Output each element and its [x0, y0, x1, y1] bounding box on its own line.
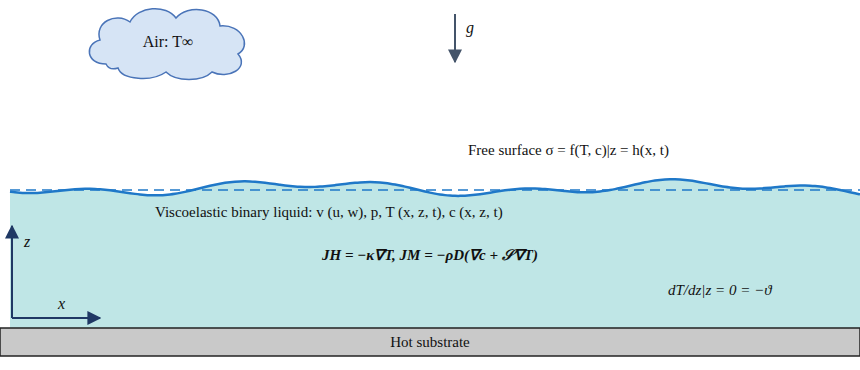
- air-cloud: Air: T∞: [78, 2, 258, 82]
- node-text: Viscoelastic binary liquid: v (u, w), p,…: [155, 203, 503, 221]
- gravity-label: g: [466, 18, 474, 37]
- surface-label: Free surface σ = f(T, c)|z = h(x, t): [468, 141, 669, 159]
- node-text: Hot substrate: [390, 333, 470, 351]
- substrate-band: Hot substrate: [0, 328, 860, 356]
- liquid-region: Viscoelastic binary liquid: v (u, w), p,…: [0, 188, 860, 328]
- free-surface: [10, 179, 860, 196]
- axis-label: x: [58, 294, 65, 313]
- axis-label: z: [24, 232, 30, 251]
- flat-surface: [10, 189, 860, 191]
- gravity-arrow: [454, 14, 456, 62]
- liquid-layer: [10, 179, 860, 328]
- node-text: Air: T∞: [143, 32, 194, 51]
- substrate: [0, 328, 860, 356]
- cloud-shape: [89, 9, 244, 80]
- node-text: JH = −κ∇T, JM = −ρD(∇c + 𝒮∇T): [322, 246, 538, 264]
- x-axis: [12, 317, 100, 319]
- node-text: dT/dz|z = 0 = −ϑ: [668, 281, 772, 299]
- z-axis: [11, 226, 13, 318]
